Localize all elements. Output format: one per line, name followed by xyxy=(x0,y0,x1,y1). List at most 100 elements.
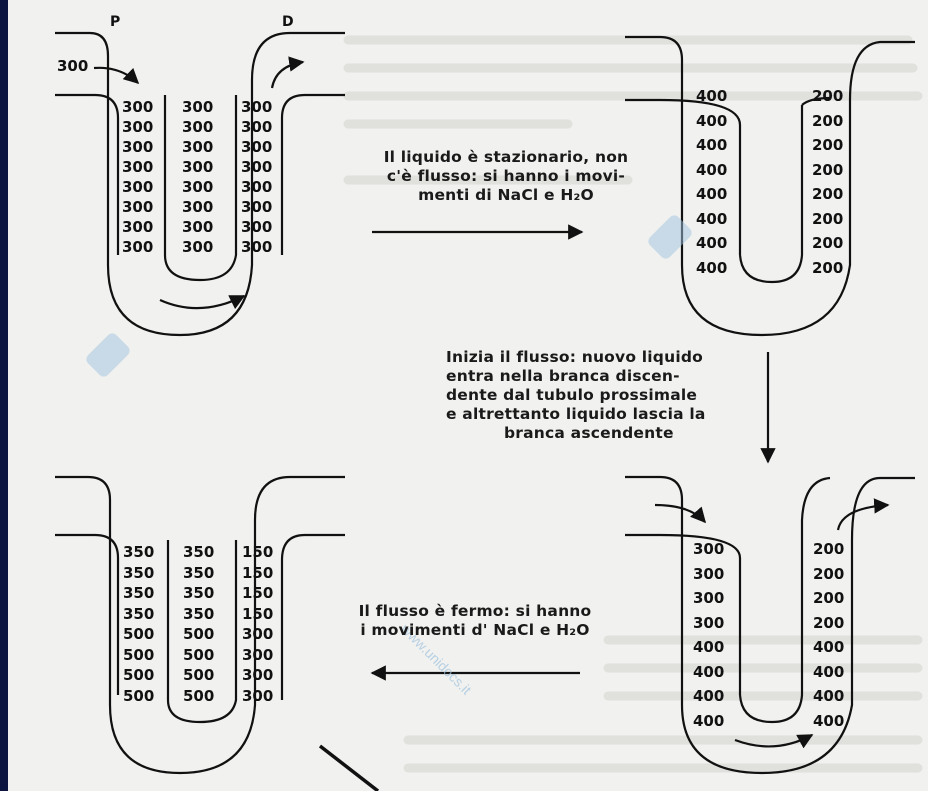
loop4-interstitium-value: 500 xyxy=(183,686,215,705)
loop4-ascending-value: 150 xyxy=(242,584,274,602)
loop1-ascending-value: 300 xyxy=(241,138,273,156)
loop1-outer-wall xyxy=(55,31,345,337)
diagram-page xyxy=(8,0,928,791)
loop4-ascending-inner-wall xyxy=(280,533,345,700)
loop2-descending-value: 400 xyxy=(696,234,728,252)
loop4-ascending-value: 150 xyxy=(242,563,274,582)
loop3-ascending-value: 400 xyxy=(813,662,845,681)
loop4-descending-value: 500 xyxy=(123,686,155,705)
loop3-descending-value: 300 xyxy=(693,540,725,558)
loop1-interstitium-value: 300 xyxy=(182,138,214,156)
watermark-logos xyxy=(86,215,692,377)
loop3-descending-value: 400 xyxy=(693,638,725,656)
loop2-ascending-inner-wall xyxy=(801,96,831,106)
loop3-ascending-value: 400 xyxy=(813,711,845,730)
loop1-ascending-inner-wall xyxy=(280,93,345,255)
caption-step2-line: entra nella branca discen- xyxy=(446,367,680,385)
loop2-ascending-value: 200 xyxy=(812,111,844,130)
caption-step2-line: dente dal tubulo prossimale xyxy=(446,386,698,404)
loop2-inner-u xyxy=(738,105,804,284)
caption-step2-line: branca ascendente xyxy=(504,424,674,442)
loop2-ascending-value: 200 xyxy=(812,185,844,203)
inflow-arrow xyxy=(93,66,140,85)
caption-step2-line: Inizia il flusso: nuovo liquido xyxy=(446,348,703,366)
caption-step2: Inizia il flusso: nuovo liquido entra ne… xyxy=(446,348,764,443)
loop4-interstitium-value: 350 xyxy=(183,604,215,623)
loop1-inner-u xyxy=(163,95,238,282)
loop3-inner-u xyxy=(738,476,831,724)
loop3-ascending-value: 200 xyxy=(813,564,845,583)
loop3-descending-inner-wall xyxy=(625,533,742,695)
loop3-descending-value: 300 xyxy=(693,564,725,583)
loop3-ascending-value: 400 xyxy=(813,638,845,656)
loop4-descending-value: 350 xyxy=(123,543,155,561)
loop2-descending-value: 400 xyxy=(696,209,728,228)
loop1-ascending-value: 300 xyxy=(241,118,273,136)
loop1-descending-value: 300 xyxy=(122,118,154,136)
loop2-ascending-value: 200 xyxy=(812,87,844,105)
loop1-descending-value: 300 xyxy=(122,158,154,176)
loop4-descending-value: 350 xyxy=(123,584,155,602)
caption-step1-line: menti di NaCl e H₂O xyxy=(418,186,594,204)
loop1-bottom-flow-arrow xyxy=(159,295,246,310)
label-proximal: P xyxy=(110,14,121,30)
loop3-descending-value: 400 xyxy=(693,711,725,730)
label-distal: D xyxy=(282,14,294,30)
loop1-ascending-value: 300 xyxy=(241,238,273,256)
loop2-descending-value: 400 xyxy=(696,160,728,179)
loop3-descending-value: 400 xyxy=(693,687,725,705)
loop1-outflow-arrow xyxy=(270,56,305,89)
loop2-ascending-value: 200 xyxy=(812,258,844,277)
background-faded-text xyxy=(343,35,923,773)
loop4-ascending-value: 300 xyxy=(242,686,274,705)
caption-step1-line: Il liquido è stazionario, non xyxy=(383,148,629,166)
loop2-ascending-value: 200 xyxy=(812,160,844,179)
loop2-descending-value: 400 xyxy=(696,87,728,105)
loop1-ascending-value: 300 xyxy=(241,98,273,116)
loop4-descending-value: 350 xyxy=(123,563,155,582)
loop4-ascending-value: 150 xyxy=(242,543,274,561)
caption-step3-line: Il flusso è fermo: si hanno xyxy=(358,602,592,620)
loop4-interstitium-value: 350 xyxy=(183,584,215,602)
loop2-ascending-value: 200 xyxy=(812,234,844,252)
loop3-descending-value: 300 xyxy=(693,589,725,607)
loop1-ascending-value: 300 xyxy=(241,198,273,216)
loop1-ascending-value: 300 xyxy=(241,178,273,196)
loop4-interstitium-value: 350 xyxy=(183,563,215,582)
loop2-ascending-value: 200 xyxy=(812,209,844,228)
loop4-ascending-value: 300 xyxy=(242,666,274,684)
loop3-outflow-arrow xyxy=(836,498,890,531)
loop3-outer-wall xyxy=(625,475,915,775)
loop4-inner-u xyxy=(166,540,238,724)
loop1-descending-value: 300 xyxy=(122,238,154,256)
loop4-interstitium-value: 500 xyxy=(183,625,215,643)
loop1-descending-value: 300 xyxy=(122,218,154,236)
loop4-descending-value: 500 xyxy=(123,625,155,643)
loop2-descending-value: 400 xyxy=(696,258,728,277)
loop1-interstitium-value: 300 xyxy=(182,238,214,256)
loop2-descending-inner-wall xyxy=(625,98,742,255)
loop4-descending-value: 500 xyxy=(123,645,155,664)
loop4-interstitium-value: 350 xyxy=(183,543,215,561)
loop4-descending-value: 500 xyxy=(123,666,155,684)
loop1-descending-value: 300 xyxy=(122,138,154,156)
loop1-interstitium-value: 300 xyxy=(182,158,214,176)
loop1-descending-inner-wall xyxy=(55,93,120,255)
caption-step2-line: e altrettanto liquido lascia la xyxy=(446,405,706,423)
loop3-descending-value: 400 xyxy=(693,662,725,681)
loop4-ascending-value: 300 xyxy=(242,645,274,664)
loop4-descending-inner-wall xyxy=(55,533,120,695)
loop4-outer-wall xyxy=(55,475,345,775)
loop3-ascending-value: 200 xyxy=(813,540,845,558)
loop4-descending-value: 350 xyxy=(123,604,155,623)
